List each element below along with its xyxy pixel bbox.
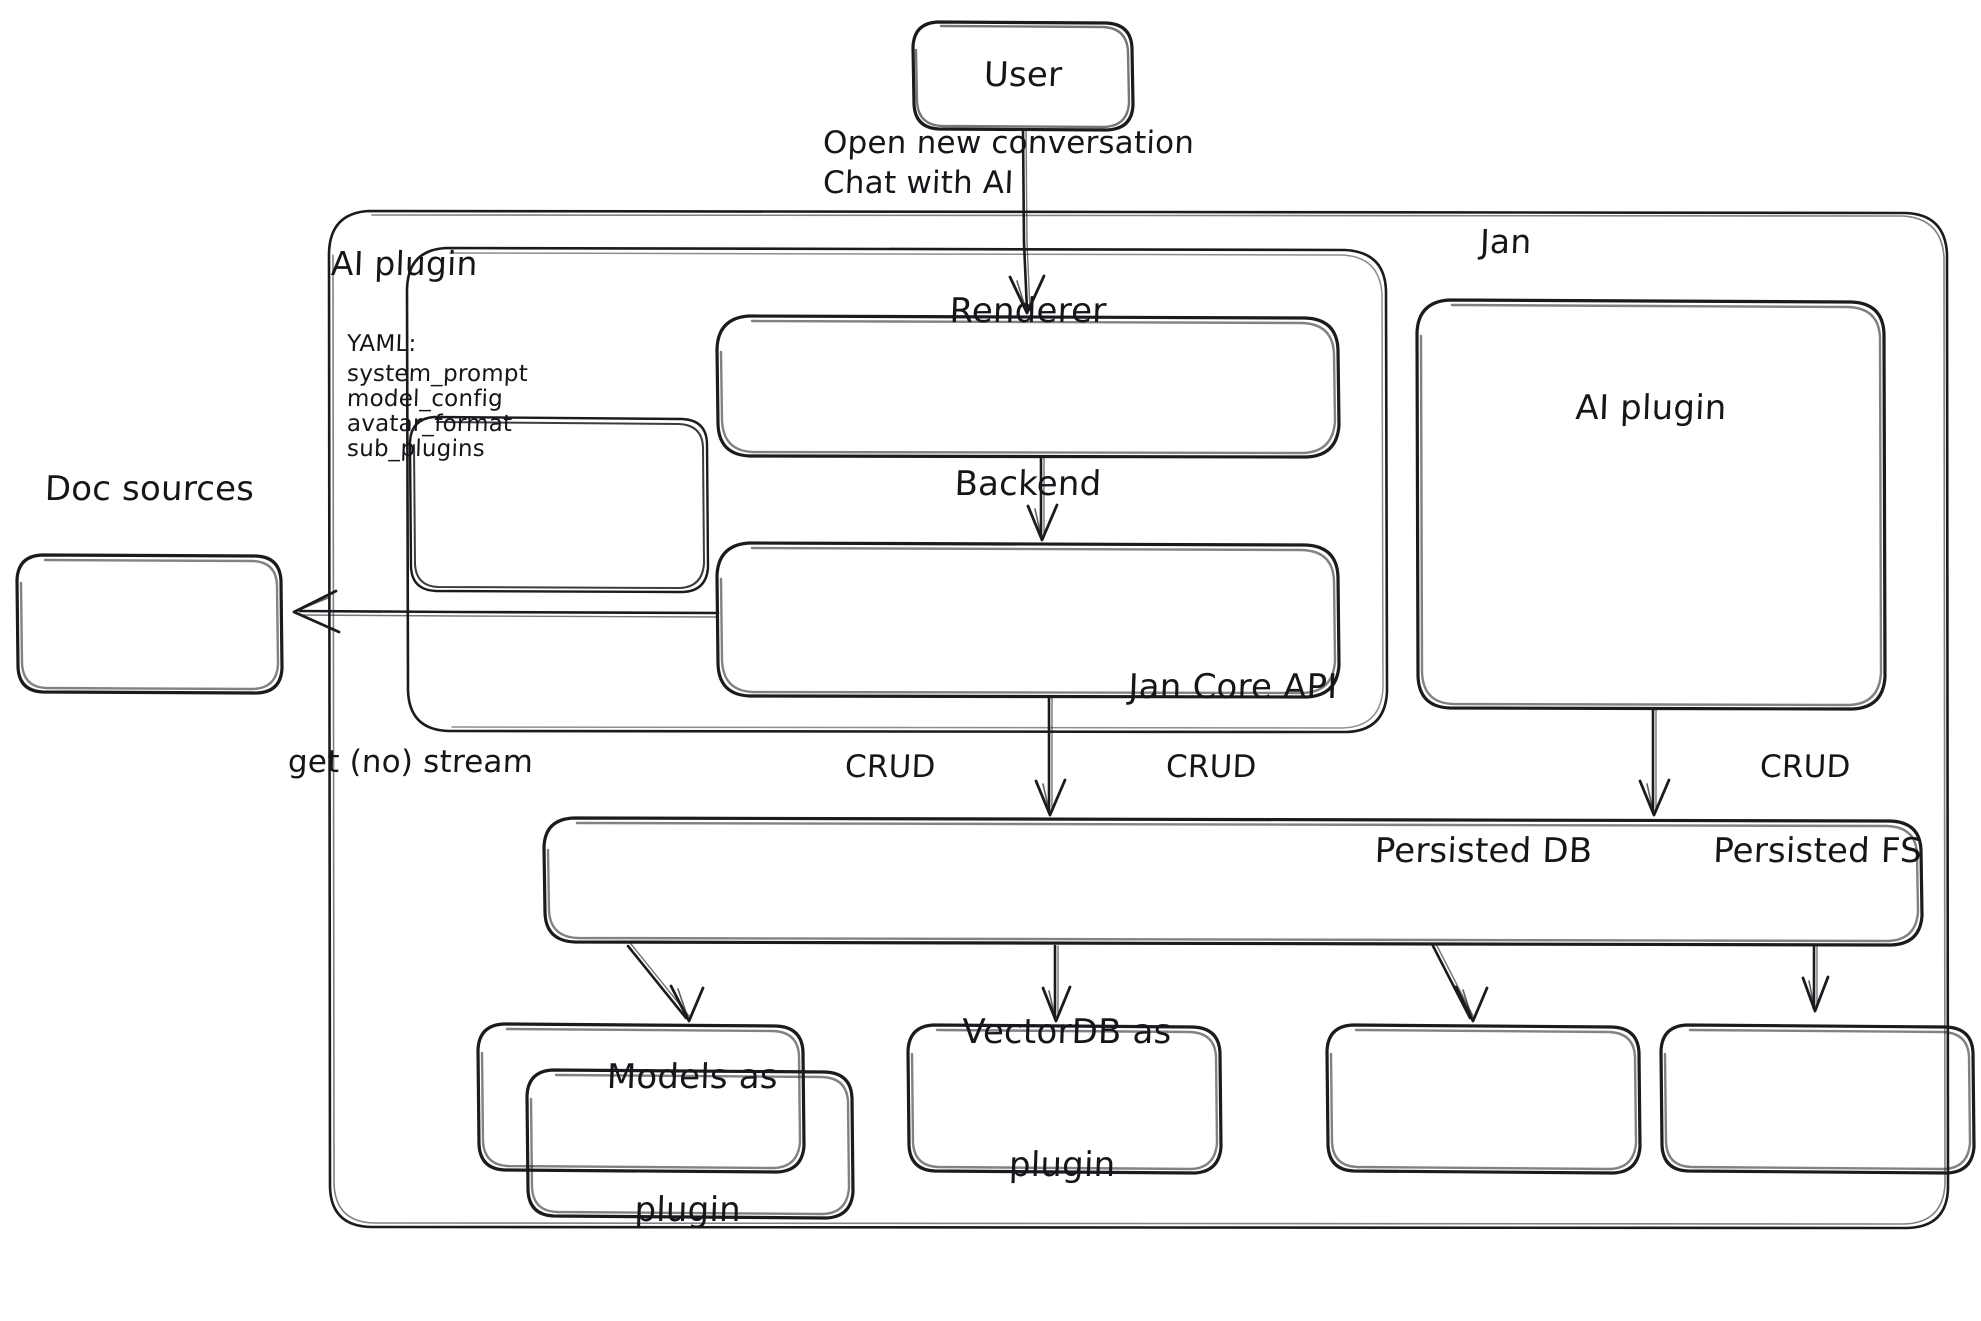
renderer-label: Renderer <box>948 291 1108 331</box>
vectordb-plugin-label-line2: plugin <box>1008 1144 1117 1185</box>
edge-label-crud-persisted-fs: CRUD <box>1759 749 1852 785</box>
doc-sources-label: Doc sources <box>44 469 255 509</box>
jan-core-api-box-shape <box>542 816 1924 947</box>
renderer-box-shape <box>715 314 1341 459</box>
vectordb-plugin-box-shape <box>906 1023 1223 1175</box>
edge-label-open-new-conversation: Open new conversation <box>822 125 1195 161</box>
arrow-ai-plugin-right-to-core <box>1638 708 1671 817</box>
arrow-backend-to-core <box>1034 696 1067 817</box>
ai-plugin-right-label: AI plugin <box>1574 388 1728 428</box>
ai-plugin-right-box-shape <box>1415 298 1887 711</box>
models-plugin-label: Models as plugin <box>521 967 859 1321</box>
edge-label-chat-with-ai: Chat with AI <box>822 165 1015 201</box>
arrow-renderer-to-backend <box>1026 456 1059 542</box>
edge-label-crud-vectordb: CRUD <box>844 749 937 785</box>
persisted-fs-box-shape <box>1659 1023 1976 1175</box>
backend-box-shape <box>715 541 1341 699</box>
jan-container-shape <box>327 209 1950 1230</box>
user-label: User <box>983 55 1063 95</box>
yaml-card-shape <box>408 415 710 594</box>
user-box-shape <box>911 20 1135 132</box>
edge-label-get-no-stream: get (no) stream <box>287 744 534 780</box>
arrow-core-to-persisted-fs <box>1801 944 1830 1013</box>
vectordb-plugin-label: VectorDB as plugin <box>902 922 1227 1276</box>
persisted-db-label: Persisted DB <box>1374 831 1594 871</box>
yaml-heading: YAML: <box>346 331 417 357</box>
vectordb-plugin-label-line1: VectorDB as <box>961 1012 1173 1053</box>
models-plugin-label-line1: Models as <box>606 1057 779 1098</box>
arrow-user-to-renderer <box>1008 128 1046 315</box>
arrow-core-to-vectordb <box>1041 944 1072 1023</box>
edge-label-crud-persisted-db: CRUD <box>1165 749 1258 785</box>
models-plugin-inner-box-shape <box>525 1068 855 1220</box>
arrow-core-to-persisted-db <box>1431 943 1489 1023</box>
persisted-db-box-shape <box>1325 1023 1642 1175</box>
ai-plugin-group-shape <box>405 246 1389 734</box>
arrow-backend-to-doc-sources <box>292 589 720 634</box>
jan-core-api-label: Jan Core API <box>1127 667 1339 707</box>
doc-sources-box-shape <box>15 553 284 695</box>
ai-plugin-group-label: AI plugin <box>330 244 479 283</box>
yaml-item-sub-plugins: sub_plugins <box>346 436 486 462</box>
backend-label: Backend <box>953 464 1103 504</box>
jan-container-label: Jan <box>1479 222 1533 261</box>
arrow-core-to-models <box>626 943 705 1023</box>
architecture-diagram: User Open new conversation Chat with AI … <box>15 20 1976 1230</box>
models-plugin-label-line2: plugin <box>633 1189 742 1230</box>
diagram-canvas <box>15 20 1976 1230</box>
models-plugin-outer-box-shape <box>476 1022 806 1174</box>
persisted-fs-label: Persisted FS <box>1712 831 1923 871</box>
